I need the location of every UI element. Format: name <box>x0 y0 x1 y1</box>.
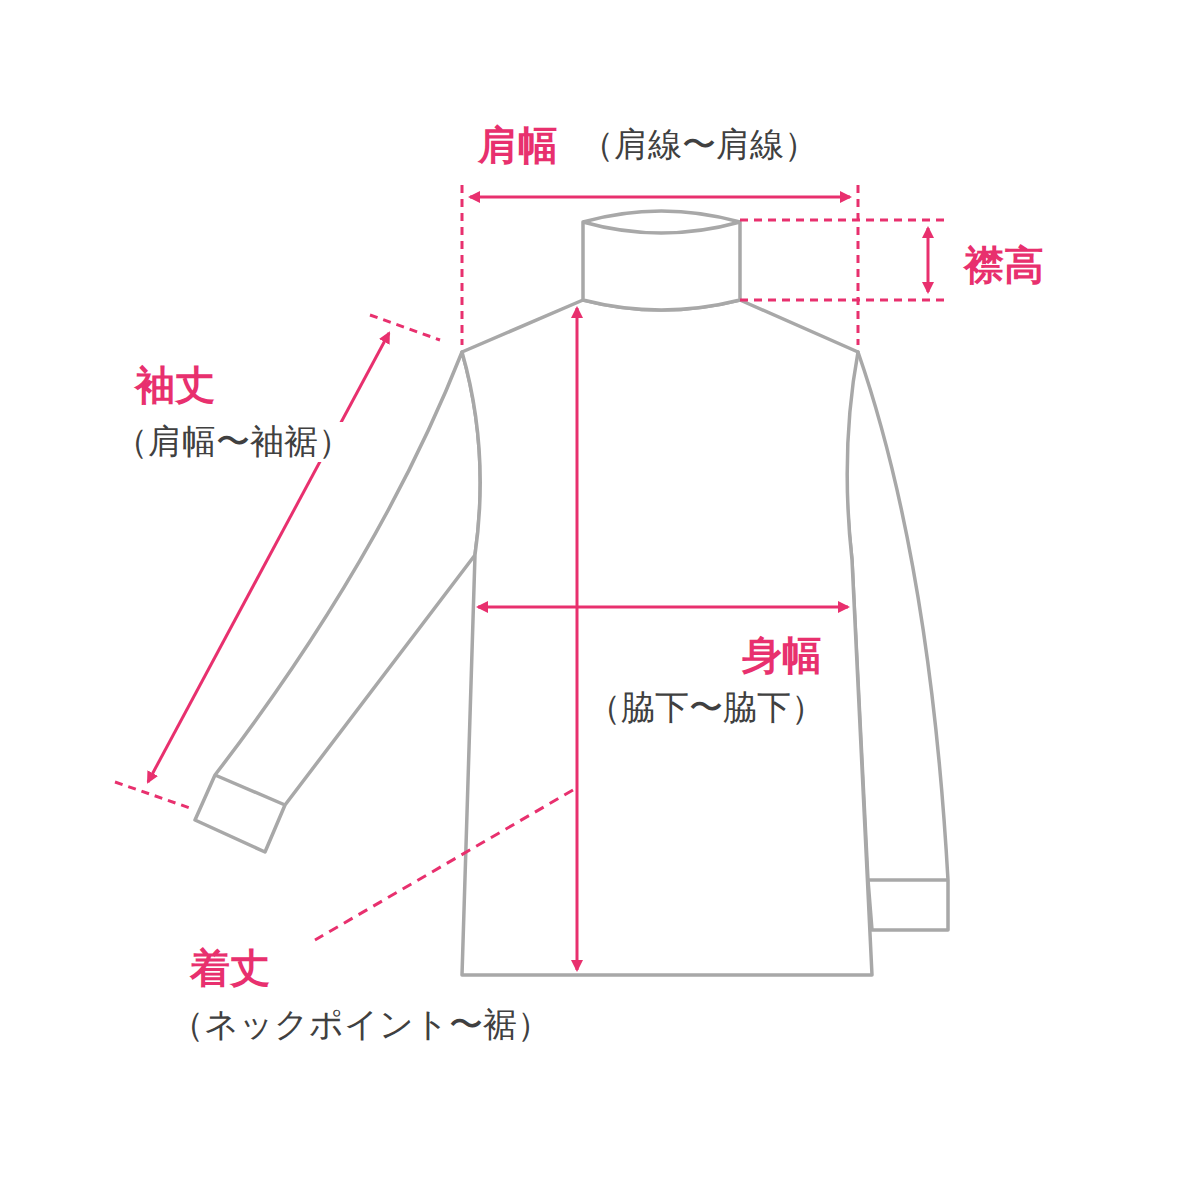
shirt-outline <box>195 211 948 975</box>
measure-lines <box>115 185 950 970</box>
measure-note: （脇下〜脇下） <box>585 688 827 727</box>
measure-title: 襟高 <box>962 242 1046 288</box>
measure-note: （肩幅〜袖裾） <box>112 422 354 461</box>
measure-title: 肩幅 <box>476 122 560 168</box>
measure-title: 袖丈 <box>133 362 217 408</box>
measure-title: 着丈 <box>188 945 272 991</box>
measure-note: （肩線〜肩線） <box>578 125 820 164</box>
measure-note: （ネックポイント〜裾） <box>168 1005 553 1044</box>
measure-title: 身幅 <box>740 632 824 678</box>
